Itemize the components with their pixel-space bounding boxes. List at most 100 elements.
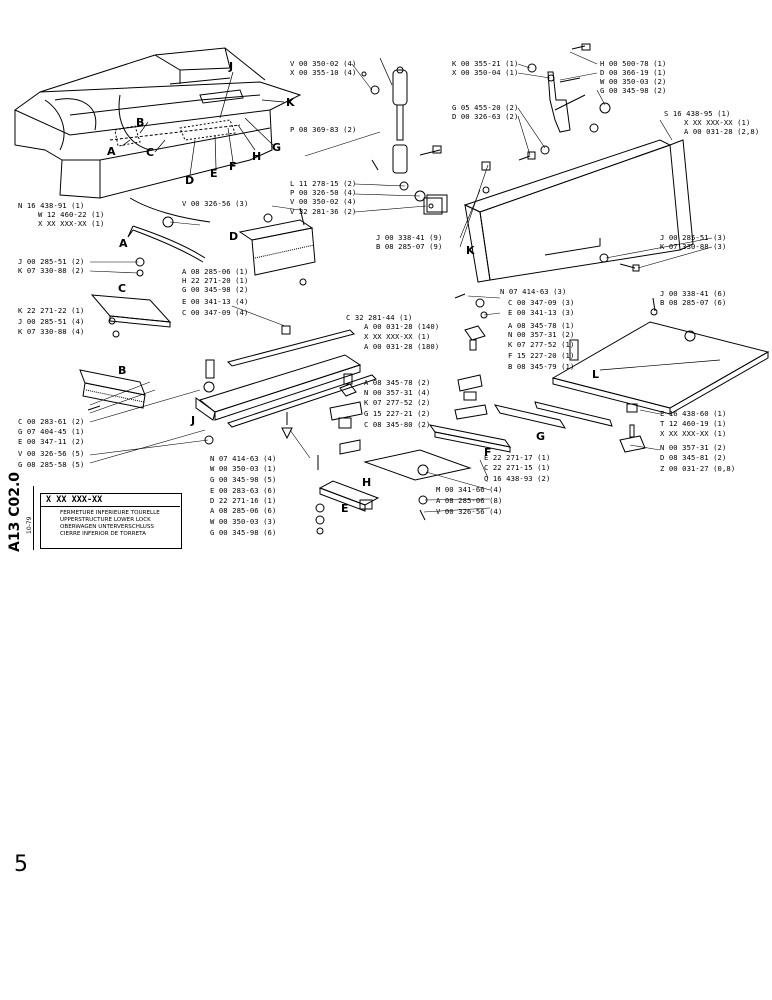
letter-A: A bbox=[119, 237, 128, 250]
letter-K: K bbox=[466, 244, 475, 257]
part-label: E 16 438-60 (1) bbox=[660, 409, 727, 418]
letter-C: C bbox=[118, 282, 127, 295]
part-label: A 08 285-06 (8) bbox=[436, 496, 503, 505]
part-label: L 11 278-15 (2) bbox=[290, 179, 357, 188]
page-number: 5 bbox=[14, 852, 28, 877]
overview-letter-D: D bbox=[185, 174, 195, 187]
part-label: X XX XXX-XX (1) bbox=[660, 429, 727, 438]
part-label: C 08 345-80 (2) bbox=[364, 420, 431, 429]
part-label: S 16 438-95 (1) bbox=[664, 109, 731, 118]
title-en: UPPERSTRUCTURE LOWER LOCK bbox=[60, 517, 151, 523]
overview-letter-H: H bbox=[252, 150, 262, 163]
part-label: J 00 338-41 (6) bbox=[660, 289, 727, 298]
parts-F-G bbox=[428, 401, 613, 453]
part-B bbox=[79, 369, 146, 411]
part-label: N 00 357-31 (2) bbox=[660, 443, 727, 452]
part-label: G 00 345-98 (2) bbox=[182, 285, 249, 294]
part-J bbox=[195, 325, 377, 445]
part-label: V 00 350-02 (4) bbox=[290, 59, 357, 68]
part-L bbox=[551, 297, 770, 453]
part-label: W 12 460-22 (1) bbox=[38, 210, 105, 219]
part-label: A 08 345-78 (2) bbox=[364, 378, 431, 387]
part-label: K 22 271-22 (1) bbox=[18, 306, 85, 315]
part-label: P 00 326-50 (4) bbox=[290, 188, 357, 197]
part-label: P 08 369-83 (2) bbox=[290, 125, 357, 134]
part-label: M 00 341-66 (4) bbox=[436, 485, 503, 494]
overview-letter-K: K bbox=[286, 96, 295, 109]
part-label: G 00 345-98 (5) bbox=[210, 475, 277, 484]
part-label: G 00 345-98 (2) bbox=[600, 86, 667, 95]
part-label: E 22 271-17 (1) bbox=[484, 453, 551, 462]
part-label: E 00 283-63 (6) bbox=[210, 486, 277, 495]
part-label: J 00 285-51 (2) bbox=[18, 257, 85, 266]
part-label: V 00 326-56 (4) bbox=[436, 507, 503, 516]
part-label: H 22 271-20 (1) bbox=[182, 276, 249, 285]
overview-letter-C: C bbox=[146, 146, 155, 159]
part-label: K 00 355-21 (1) bbox=[452, 59, 519, 68]
part-label: G 15 227-21 (2) bbox=[364, 409, 431, 418]
chassis-overview bbox=[14, 47, 302, 199]
part-label: X XX XXX-XX (1) bbox=[684, 118, 751, 127]
letter-F: F bbox=[484, 446, 492, 459]
part-D bbox=[238, 207, 316, 286]
letter-L: L bbox=[592, 368, 600, 381]
part-label: G 08 285-58 (5) bbox=[18, 460, 85, 469]
part-label: N 07 414-63 (4) bbox=[210, 454, 277, 463]
part-label: X 00 350-04 (1) bbox=[452, 68, 519, 77]
title-fr: FERMETURE INFERIEURE TOURELLE bbox=[60, 510, 160, 516]
part-label: K 07 277-52 (2) bbox=[364, 398, 431, 407]
title-block-separator bbox=[33, 486, 34, 550]
overview-letter-A: A bbox=[107, 145, 116, 158]
part-label: E 00 341-13 (3) bbox=[508, 308, 575, 317]
part-label: W 00 350-03 (1) bbox=[210, 464, 277, 473]
part-label: K 07 330-88 (3) bbox=[660, 242, 727, 251]
part-label: C 32 281-44 (1) bbox=[346, 313, 413, 322]
part-label: E 00 341-13 (4) bbox=[182, 297, 249, 306]
part-label: A 08 345-78 (1) bbox=[508, 321, 575, 330]
part-label: K 07 277-52 (1) bbox=[508, 340, 575, 349]
part-label: D 08 345-81 (2) bbox=[660, 453, 727, 462]
part-label: N 16 438-91 (1) bbox=[18, 201, 85, 210]
part-label: N 00 357-31 (2) bbox=[508, 330, 575, 339]
title-es: CIERRE INFERIOR DE TORRETA bbox=[60, 531, 146, 537]
part-label: V 00 326-56 (5) bbox=[18, 449, 85, 458]
overview-letter-J: J bbox=[229, 60, 234, 73]
part-label: D 00 326-63 (2) bbox=[452, 112, 519, 121]
letter-B: B bbox=[118, 364, 127, 377]
part-label: X 00 355-10 (4) bbox=[290, 68, 357, 77]
part-label: A 00 031-28 (140) bbox=[364, 322, 440, 331]
part-label: X XX XXX-XX (1) bbox=[38, 219, 105, 228]
part-label: G 00 345-98 (6) bbox=[210, 528, 277, 537]
part-label: Q 16 438-93 (2) bbox=[484, 474, 551, 483]
part-label: J 00 285-51 (3) bbox=[660, 233, 727, 242]
gas-springs bbox=[361, 57, 443, 215]
overview-letter-E: E bbox=[210, 167, 218, 180]
overview-leaders bbox=[121, 71, 285, 176]
letter-E: E bbox=[341, 502, 349, 515]
title-block bbox=[40, 493, 182, 549]
part-label: Z 00 031-27 (0,8) bbox=[660, 464, 736, 473]
part-label: C 00 347-09 (4) bbox=[182, 308, 249, 317]
label-leaders bbox=[89, 51, 713, 513]
part-label: V 32 281-36 (2) bbox=[290, 207, 357, 216]
part-label: A 00 031-28 (2,8) bbox=[684, 127, 760, 136]
part-label: B 08 285-07 (9) bbox=[376, 242, 443, 251]
part-label: A 08 285-06 (1) bbox=[182, 267, 249, 276]
part-E bbox=[315, 455, 380, 535]
overview-letter-F: F bbox=[229, 160, 237, 173]
part-A bbox=[127, 197, 211, 277]
part-label: V 00 350-02 (4) bbox=[290, 197, 357, 206]
part-label: N 07 414-63 (3) bbox=[500, 287, 567, 296]
part-label: W 00 350-03 (2) bbox=[600, 77, 667, 86]
letter-D: D bbox=[229, 230, 239, 243]
part-label: K 07 330-88 (2) bbox=[18, 266, 85, 275]
part-label: X XX XXX-XX (1) bbox=[364, 332, 431, 341]
part-label: J 00 338-41 (9) bbox=[376, 233, 443, 242]
part-label: F 15 227-20 (1) bbox=[508, 351, 575, 360]
part-label: W 00 350-03 (3) bbox=[210, 517, 277, 526]
part-label: J 00 285-51 (4) bbox=[18, 317, 85, 326]
part-label: T 12 460-19 (1) bbox=[660, 419, 727, 428]
part-label: D 22 271-16 (1) bbox=[210, 496, 277, 505]
letter-J: J bbox=[191, 414, 196, 427]
